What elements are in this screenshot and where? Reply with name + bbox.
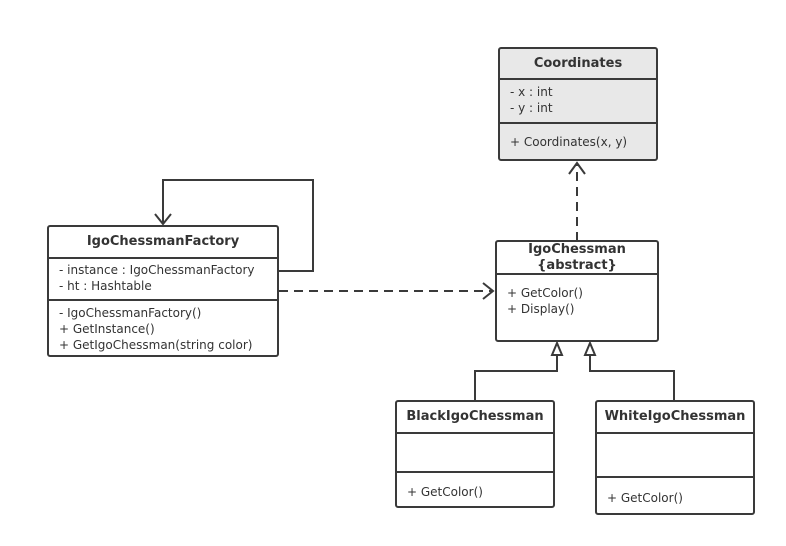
attribute: - x : int [510, 85, 553, 99]
black-igo-chessman-class[interactable]: BlackIgoChessman + GetColor() [395, 400, 555, 508]
white-igo-chessman-class[interactable]: WhiteIgoChessman + GetColor() [595, 400, 755, 515]
class-name: IgoChessman [528, 241, 626, 257]
igo-chessman-factory-class[interactable]: IgoChessmanFactory - instance : IgoChess… [47, 225, 279, 357]
attributes-section: - x : int - y : int [500, 80, 656, 124]
factory-chessman-dependency-arrowhead [482, 282, 495, 300]
black-generalization-line [474, 355, 558, 401]
operation: + GetColor() [407, 485, 483, 499]
operations-section: + GetColor() [597, 478, 753, 506]
black-generalization-triangle [550, 340, 564, 356]
operations-section: + Coordinates(x, y) [500, 124, 656, 150]
white-generalization-line [589, 355, 675, 401]
operation: + Display() [507, 302, 575, 316]
operation: + GetInstance() [59, 322, 155, 336]
class-name: WhiteIgoChessman [604, 409, 746, 424]
class-header: WhiteIgoChessman [597, 402, 753, 434]
class-header: BlackIgoChessman [397, 402, 553, 434]
operation: - IgoChessmanFactory() [59, 306, 202, 320]
factory-self-association-arrowhead [154, 213, 172, 226]
class-header: Coordinates [500, 49, 656, 80]
class-name: IgoChessmanFactory [86, 234, 240, 249]
attribute: - ht : Hashtable [59, 279, 152, 293]
white-generalization-triangle [583, 340, 597, 356]
attributes-section [397, 434, 553, 473]
attributes-section: - instance : IgoChessmanFactory - ht : H… [49, 259, 277, 301]
class-name: BlackIgoChessman [406, 409, 544, 424]
operation: + Coordinates(x, y) [510, 135, 628, 149]
operations-section: + GetColor() + Display() [497, 275, 657, 317]
factory-self-association [162, 179, 314, 272]
class-stereotype: {abstract} [537, 257, 617, 273]
class-header: IgoChessman {abstract} [497, 242, 657, 275]
operations-section: + GetColor() [397, 473, 553, 500]
operations-section: - IgoChessmanFactory() + GetInstance() +… [49, 301, 277, 353]
coordinates-class[interactable]: Coordinates - x : int - y : int + Coordi… [498, 47, 658, 161]
operation: + GetIgoChessman(string color) [59, 338, 253, 352]
operation: + GetColor() [507, 286, 583, 300]
chessman-coordinates-dependency-arrowhead [568, 161, 586, 175]
attribute: - y : int [510, 101, 553, 115]
attributes-section [597, 434, 753, 478]
igo-chessman-class[interactable]: IgoChessman {abstract} + GetColor() + Di… [495, 240, 659, 342]
operation: + GetColor() [607, 491, 683, 505]
attribute: - instance : IgoChessmanFactory [59, 263, 255, 277]
class-name: Coordinates [533, 55, 623, 71]
class-header: IgoChessmanFactory [49, 227, 277, 259]
